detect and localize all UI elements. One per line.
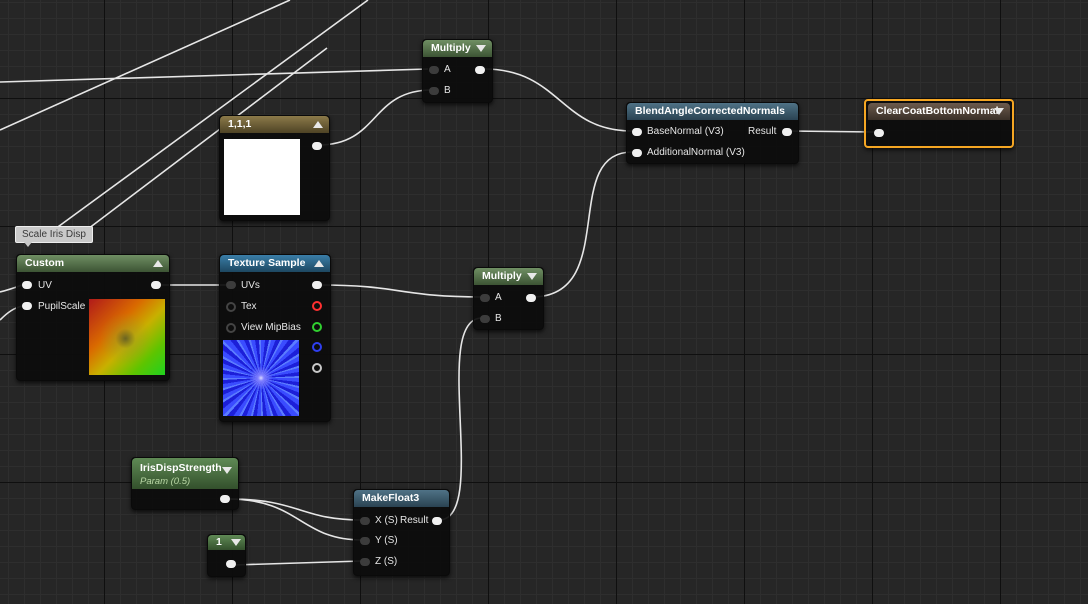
uvs-pin[interactable] xyxy=(226,281,236,289)
wire-const1-z xyxy=(233,560,363,566)
wire-bg-3 xyxy=(39,0,369,241)
node-header[interactable]: IrisDispStrength Param (0.5) xyxy=(132,458,238,489)
result-label: Result xyxy=(748,126,777,137)
blend-normals-node[interactable]: BlendAngleCorrectedNormals BaseNormal (V… xyxy=(626,102,799,164)
pupilscale-label: PupilScale xyxy=(38,301,86,312)
basenormal-pin[interactable] xyxy=(632,128,642,136)
color-swatch xyxy=(224,139,300,215)
node-header[interactable]: BlendAngleCorrectedNormals xyxy=(627,103,798,120)
rgb-output-pin[interactable] xyxy=(312,281,322,289)
custom-node[interactable]: Custom UV PupilScale xyxy=(16,254,170,381)
pin-a-input[interactable] xyxy=(480,294,490,302)
node-header[interactable]: 1,1,1 xyxy=(220,116,329,133)
wire-bg-2 xyxy=(0,0,291,131)
multiply-node-mid[interactable]: Multiply A B xyxy=(473,267,544,330)
x-label: X (S) xyxy=(375,515,398,526)
wire-multmid-blend xyxy=(531,151,633,298)
comment-bubble[interactable]: Scale Iris Disp xyxy=(15,226,93,247)
pin-a-label: A xyxy=(444,64,451,75)
node-title: Multiply xyxy=(431,42,471,54)
z-label: Z (S) xyxy=(375,556,398,567)
preview-thumbnail xyxy=(89,299,165,375)
constant3-node[interactable]: 1,1,1 xyxy=(219,115,330,221)
wire-blend-result xyxy=(787,130,875,133)
output-pin[interactable] xyxy=(226,560,236,568)
node-title: Multiply xyxy=(482,270,522,282)
node-title: 1,1,1 xyxy=(228,118,252,130)
result-label: Result xyxy=(400,515,429,526)
additionalnormal-label: AdditionalNormal (V3) xyxy=(647,147,745,158)
uv-label: UV xyxy=(38,280,52,291)
wire-bg-1 xyxy=(0,68,429,83)
node-title: Texture Sample xyxy=(228,257,306,269)
node-title: MakeFloat3 xyxy=(362,492,420,504)
output-pin[interactable] xyxy=(475,66,485,74)
mipbias-label: View MipBias xyxy=(241,322,301,333)
node-header[interactable]: ClearCoatBottomNormal xyxy=(868,103,1010,120)
texture-sample-node[interactable]: Texture Sample UVs Tex View MipBias xyxy=(219,254,331,422)
node-title: BlendAngleCorrectedNormals xyxy=(635,105,785,117)
z-pin[interactable] xyxy=(360,558,370,566)
clearcoat-output-node[interactable]: ClearCoatBottomNormal xyxy=(864,99,1014,148)
pin-b-input[interactable] xyxy=(480,315,490,323)
pin-b-label: B xyxy=(495,313,502,324)
collapse-arrow-icon[interactable] xyxy=(153,260,163,267)
r-output-pin[interactable] xyxy=(312,301,322,311)
collapse-arrow-icon[interactable] xyxy=(476,45,486,52)
collapse-arrow-icon[interactable] xyxy=(313,121,323,128)
result-pin[interactable] xyxy=(782,128,792,136)
wire-param-y xyxy=(227,498,363,541)
b-output-pin[interactable] xyxy=(312,342,322,352)
node-title: IrisDispStrength xyxy=(140,462,222,474)
multiply-node-top[interactable]: Multiply A B xyxy=(422,39,493,103)
output-pin[interactable] xyxy=(220,495,230,503)
g-output-pin[interactable] xyxy=(312,322,322,332)
mipbias-pin[interactable] xyxy=(226,323,236,333)
node-title: ClearCoatBottomNormal xyxy=(876,105,999,117)
a-output-pin[interactable] xyxy=(312,363,322,373)
makefloat3-node[interactable]: MakeFloat3 X (S) Result Y (S) Z (S) xyxy=(353,489,450,576)
y-label: Y (S) xyxy=(375,535,398,546)
output-pin[interactable] xyxy=(151,281,161,289)
tex-label: Tex xyxy=(241,301,257,312)
wire-tex-mult xyxy=(319,284,483,298)
wire-mf3-mult xyxy=(438,317,483,521)
node-header[interactable]: Texture Sample xyxy=(220,255,330,272)
collapse-arrow-icon[interactable] xyxy=(231,539,241,546)
basenormal-label: BaseNormal (V3) xyxy=(647,126,724,137)
pin-a-label: A xyxy=(495,292,502,303)
collapse-arrow-icon[interactable] xyxy=(314,260,324,267)
collapse-arrow-icon[interactable] xyxy=(222,467,232,474)
texture-preview xyxy=(223,340,299,416)
uv-pin[interactable] xyxy=(22,281,32,289)
irisdispstrength-param-node[interactable]: IrisDispStrength Param (0.5) xyxy=(131,457,239,510)
wire-mult-a xyxy=(483,68,633,132)
collapse-arrow-icon[interactable] xyxy=(994,108,1004,115)
output-pin[interactable] xyxy=(526,294,536,302)
uvs-label: UVs xyxy=(241,280,260,291)
output-pin[interactable] xyxy=(312,142,322,150)
node-header[interactable]: 1 xyxy=(208,535,245,550)
input-pin[interactable] xyxy=(874,129,884,137)
x-pin[interactable] xyxy=(360,517,370,525)
node-header[interactable]: Custom xyxy=(17,255,169,272)
pupilscale-pin[interactable] xyxy=(22,302,32,310)
node-title: 1 xyxy=(216,536,222,548)
result-pin[interactable] xyxy=(432,517,442,525)
node-subtitle: Param (0.5) xyxy=(140,476,191,487)
pin-a-input[interactable] xyxy=(429,66,439,74)
collapse-arrow-icon[interactable] xyxy=(527,273,537,280)
tex-pin[interactable] xyxy=(226,302,236,312)
constant1-node[interactable]: 1 xyxy=(207,534,246,577)
pin-b-label: B xyxy=(444,85,451,96)
y-pin[interactable] xyxy=(360,537,370,545)
node-header[interactable]: MakeFloat3 xyxy=(354,490,449,507)
node-header[interactable]: Multiply xyxy=(423,40,492,57)
pin-b-input[interactable] xyxy=(429,87,439,95)
wire-const3-mult xyxy=(317,89,433,146)
node-header[interactable]: Multiply xyxy=(474,268,543,285)
additionalnormal-pin[interactable] xyxy=(632,149,642,157)
node-title: Custom xyxy=(25,257,65,269)
